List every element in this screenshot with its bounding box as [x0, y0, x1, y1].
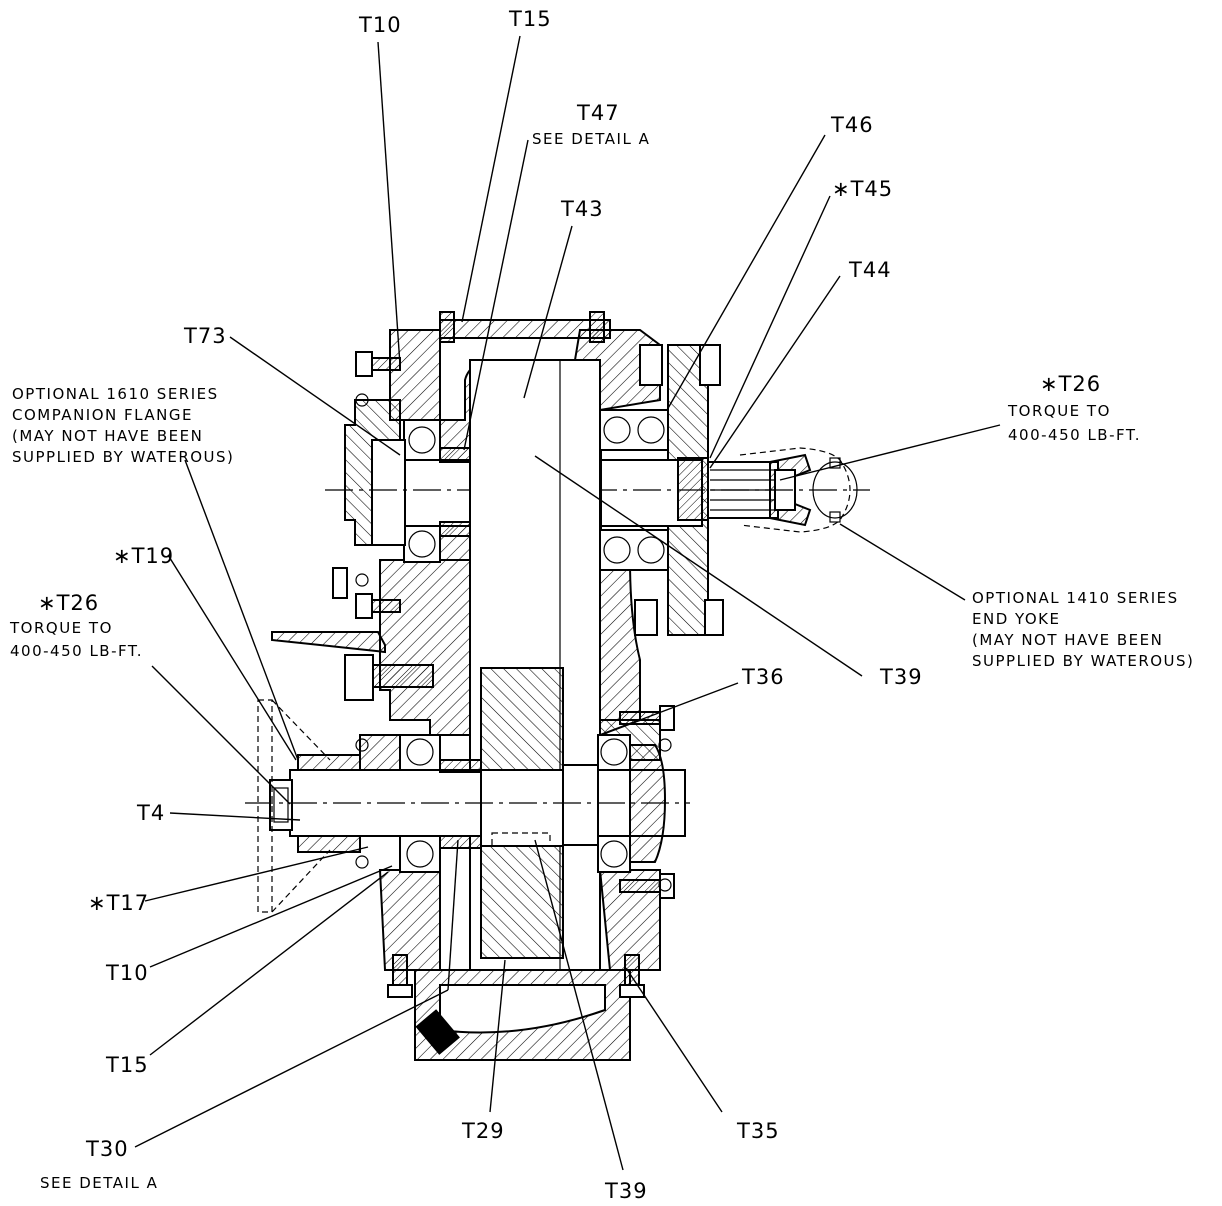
- label-t26-right-note1: TORQUE TO: [1007, 402, 1111, 420]
- gearbox-housing: [344, 319, 709, 1061]
- label-t10-top: T10: [358, 13, 402, 37]
- label-t26-left-note2: 400-450 LB-FT.: [10, 642, 143, 660]
- label-t26-left-note1: TORQUE TO: [9, 619, 113, 637]
- label-t17: ∗T17: [88, 891, 149, 915]
- label-flange-note3: (MAY NOT HAVE BEEN: [12, 427, 203, 445]
- label-t26-left: ∗T26: [38, 591, 99, 615]
- label-t35: T35: [736, 1119, 780, 1143]
- label-t47-note: SEE DETAIL A: [532, 130, 650, 148]
- label-t46: T46: [830, 113, 874, 137]
- label-flange-note2: COMPANION FLANGE: [12, 406, 193, 424]
- label-t45: ∗T45: [832, 177, 893, 201]
- label-yoke-note1: OPTIONAL 1410 SERIES: [972, 589, 1179, 607]
- bolts-and-fittings: [332, 311, 724, 998]
- label-t30-note: SEE DETAIL A: [40, 1174, 158, 1192]
- label-flange-note1: OPTIONAL 1610 SERIES: [12, 385, 219, 403]
- label-yoke-note3: (MAY NOT HAVE BEEN: [972, 631, 1163, 649]
- label-t19: ∗T19: [113, 544, 174, 568]
- label-t39-right: T39: [879, 665, 923, 689]
- label-t39-bottom: T39: [604, 1179, 648, 1203]
- label-t15-bottom: T15: [105, 1053, 149, 1077]
- lower-shaft-assembly: [245, 631, 690, 959]
- label-t26-right: ∗T26: [1040, 372, 1101, 396]
- label-t15-top: T15: [508, 7, 552, 31]
- label-t43: T43: [560, 197, 604, 221]
- label-yoke-note4: SUPPLIED BY WATEROUS): [972, 652, 1194, 670]
- label-t47: T47: [576, 101, 620, 125]
- label-t36: T36: [741, 665, 785, 689]
- label-t29: T29: [461, 1119, 505, 1143]
- label-yoke-note2: END YOKE: [972, 610, 1060, 628]
- label-t10-bottom: T10: [105, 961, 149, 985]
- label-t4: T4: [136, 801, 165, 825]
- label-t26-right-note2: 400-450 LB-FT.: [1008, 426, 1141, 444]
- label-t73: T73: [183, 324, 227, 348]
- label-flange-note4: SUPPLIED BY WATEROUS): [12, 448, 234, 466]
- callout-labels: T10 T15 T47 SEE DETAIL A T46 ∗T45 T43 T4…: [9, 7, 1194, 1203]
- label-t30: T30: [85, 1137, 129, 1161]
- leader-lines: [134, 35, 1001, 1171]
- label-t44: T44: [848, 258, 892, 282]
